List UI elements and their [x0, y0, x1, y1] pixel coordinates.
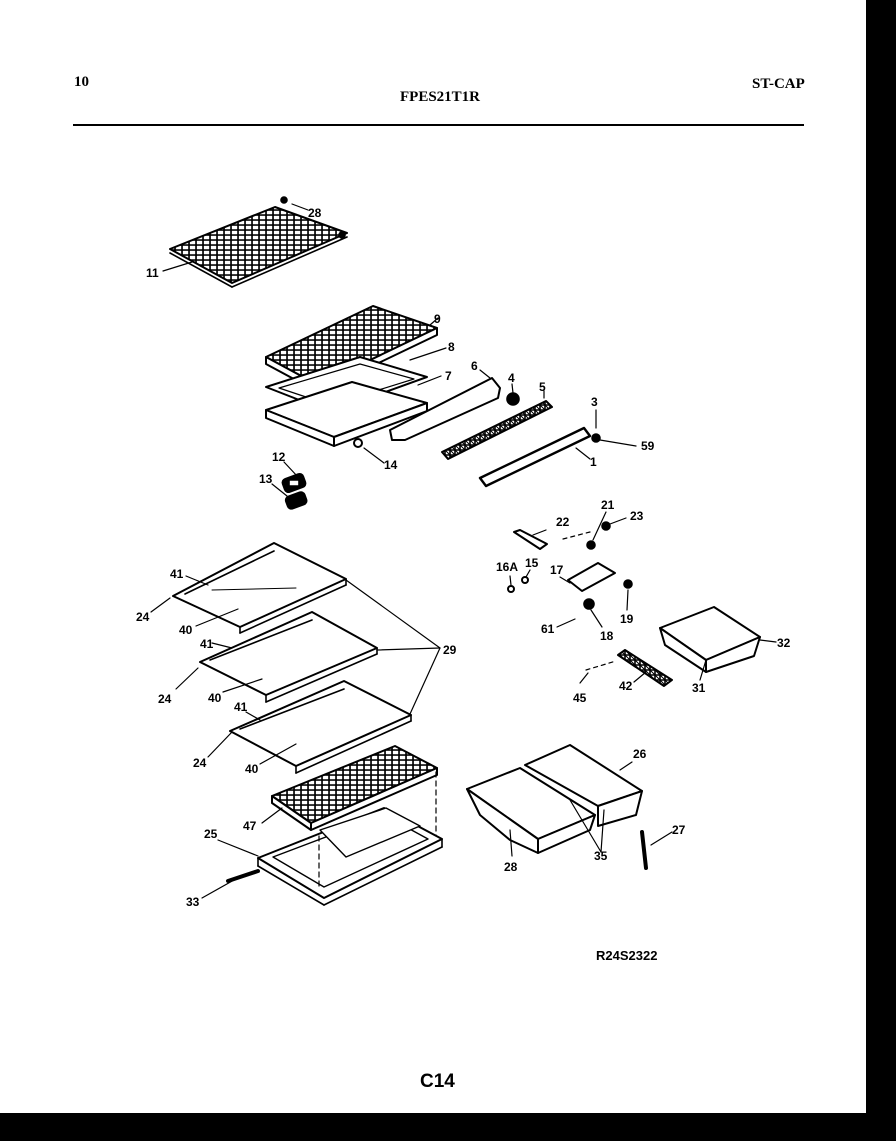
screw-icon: [591, 433, 601, 443]
callout: 1: [590, 455, 597, 469]
callout: 41: [170, 567, 184, 581]
crisper-drawer-right: [524, 744, 643, 827]
glass-shelf-1: [172, 542, 347, 634]
callout: 21: [601, 498, 615, 512]
control-knob-icon: [583, 598, 595, 610]
callout: 24: [193, 756, 207, 770]
crisper-cover: [271, 745, 438, 831]
dairy-drawer: [659, 606, 761, 673]
control-knob-icon: [601, 521, 611, 531]
callout: 27: [672, 823, 686, 837]
callout: 12: [272, 450, 286, 464]
callout: 22: [556, 515, 570, 529]
callout: 15: [525, 556, 539, 570]
rail: [441, 400, 553, 460]
leader-lines: [150, 203, 777, 899]
callout: 26: [633, 747, 647, 761]
exploded-parts-diagram: 28 11 9 8 7 6 4 5 3 59 1 14 12 13 21 23 …: [136, 196, 791, 909]
callout: 45: [573, 691, 587, 705]
page-code: C14: [420, 1071, 455, 1092]
callout: 40: [179, 623, 193, 637]
callout: 47: [243, 819, 257, 833]
freezer-wire-shelf: [169, 206, 348, 288]
callout: 6: [471, 359, 478, 373]
reference-code: R24S2322: [596, 948, 658, 963]
control-housing: [567, 562, 616, 592]
crisper-drawer-left: [466, 767, 596, 854]
glass-shelf-3: [229, 680, 412, 774]
control-rod: [513, 529, 548, 550]
callout: 59: [641, 439, 655, 453]
callout: 24: [158, 692, 172, 706]
callout: 61: [541, 622, 555, 636]
callout: 32: [777, 636, 791, 650]
shelf-pin-icon: [280, 196, 288, 204]
bracket: [389, 377, 501, 441]
divider-pin: [640, 830, 648, 870]
shelf-clips: [281, 472, 308, 510]
callout: 41: [234, 700, 248, 714]
crisper-rod: [226, 869, 260, 883]
screw-icon: [353, 438, 363, 448]
shelf-pin-icon: [338, 231, 346, 239]
clip-icon: [507, 585, 515, 593]
screw-icon: [506, 392, 520, 406]
callout: 7: [445, 369, 452, 383]
callout: 41: [200, 637, 214, 651]
tray: [265, 381, 428, 447]
callout: 24: [136, 610, 150, 624]
parts-sheet: 10 FPES21T1R ST-CAP: [0, 0, 866, 1113]
callout: 42: [619, 679, 633, 693]
callout: 40: [245, 762, 259, 776]
callout: 35: [594, 849, 608, 863]
callout: 13: [259, 472, 273, 486]
callout: 8: [448, 340, 455, 354]
callout: 16A: [496, 560, 518, 574]
glass-shelf-2: [199, 611, 378, 703]
callout: 9: [434, 312, 441, 326]
control-knob-icon: [623, 579, 633, 589]
callout: 25: [204, 827, 218, 841]
callout: 31: [692, 681, 706, 695]
callout: 28: [308, 206, 322, 220]
callout: 19: [620, 612, 634, 626]
callout: 40: [208, 691, 222, 705]
callout-labels: 28 11 9 8 7 6 4 5 3 59 1 14 12 13 21 23 …: [136, 206, 791, 909]
callout: 29: [443, 643, 457, 657]
callout: 11: [146, 266, 159, 280]
callout: 14: [384, 458, 398, 472]
page-number: 10: [74, 74, 89, 90]
control-knob-icon: [586, 540, 596, 550]
callout: 3: [591, 395, 598, 409]
rail: [478, 426, 592, 488]
crisper-frame: [257, 771, 443, 906]
header-rule: [73, 124, 804, 126]
callout: 23: [630, 509, 644, 523]
callout: 28: [504, 860, 518, 874]
callout: 4: [508, 371, 515, 385]
callout: 17: [550, 563, 564, 577]
callout: 33: [186, 895, 200, 909]
callout: 5: [539, 380, 546, 394]
callout: 18: [600, 629, 614, 643]
drawer-rail: [617, 649, 673, 687]
clip-icon: [521, 576, 529, 584]
model-number: FPES21T1R: [400, 89, 481, 105]
section-code: ST-CAP: [752, 76, 805, 92]
